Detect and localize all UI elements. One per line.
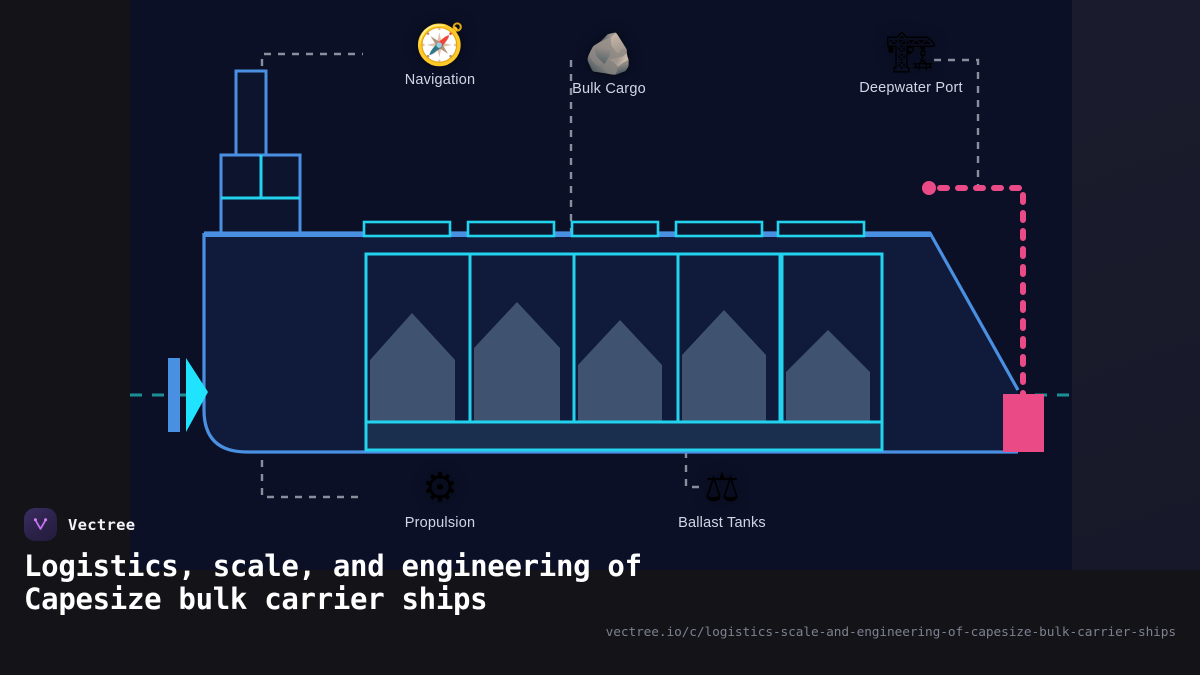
brand[interactable]: Vectree <box>24 508 135 541</box>
cargo-piles <box>370 302 870 422</box>
port-destination-marker[interactable] <box>1003 394 1044 452</box>
node-label-navigation: Navigation <box>404 72 476 88</box>
vectree-v-logo-icon <box>24 508 57 541</box>
connector-ballast-tanks <box>684 437 700 489</box>
node-deepwater-port[interactable]: 🏗 Deepwater Port <box>831 30 991 96</box>
scales-icon: ⚖ <box>704 465 740 511</box>
node-propulsion[interactable]: ⚙ Propulsion <box>360 465 520 531</box>
connector-deepwater-port <box>934 58 980 188</box>
bridge-superstructure <box>219 69 302 235</box>
bow-thruster <box>168 358 208 432</box>
connector-propulsion <box>260 432 363 499</box>
page-url: vectree.io/c/logistics-scale-and-enginee… <box>605 625 1176 640</box>
port-route <box>937 185 1026 398</box>
ballast-tank-band <box>364 420 884 452</box>
compass-icon: 🧭 <box>415 22 465 68</box>
node-label-deepwater-port: Deepwater Port <box>859 80 963 96</box>
gear-icon: ⚙ <box>422 465 458 511</box>
node-label-ballast-tanks: Ballast Tanks <box>678 515 766 531</box>
node-label-propulsion: Propulsion <box>404 515 476 531</box>
route-origin-dot <box>922 181 936 195</box>
hatch-covers <box>362 220 866 238</box>
ship-diagram <box>130 52 1072 499</box>
crane-icon: 🏗 <box>885 30 937 76</box>
brand-name: Vectree <box>68 515 136 534</box>
node-navigation[interactable]: 🧭 Navigation <box>360 22 520 88</box>
node-label-bulk-cargo: Bulk Cargo <box>572 81 646 97</box>
node-bulk-cargo[interactable]: 🪨 Bulk Cargo <box>529 31 689 97</box>
footer: Vectree Logistics, scale, and engineerin… <box>0 508 1200 675</box>
connector-navigation <box>260 52 363 108</box>
right-ambient-panel <box>1072 0 1200 675</box>
rock-icon: 🪨 <box>584 31 634 77</box>
node-ballast-tanks[interactable]: ⚖ Ballast Tanks <box>642 465 802 531</box>
page-title: Logistics, scale, and engineering of Cap… <box>24 549 642 616</box>
